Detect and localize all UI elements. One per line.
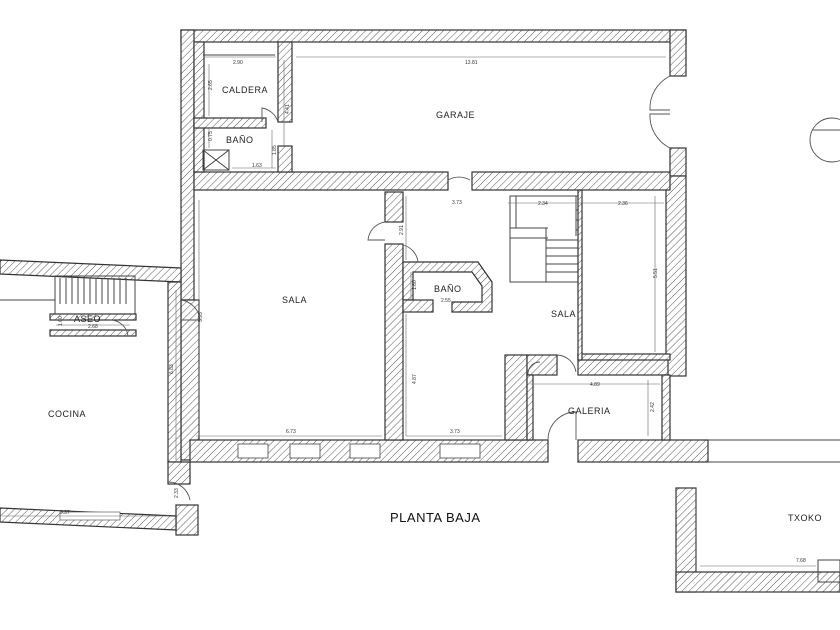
- room-label-sala-right: SALA: [551, 309, 576, 319]
- dim-label: 2.34: [538, 201, 548, 207]
- dim-label: 2.68: [88, 324, 98, 330]
- dim-label: 1.60: [58, 316, 64, 326]
- dim-label: 13.81: [465, 60, 478, 66]
- dim-label: 2.91: [399, 225, 405, 235]
- dim-label: 2.90: [233, 60, 243, 66]
- annex-walls: [0, 259, 199, 536]
- right-sala-walls: [577, 189, 671, 361]
- dim-label: 7.68: [796, 558, 806, 564]
- dim-label: 4.41: [285, 104, 291, 114]
- dim-label: 2.33: [174, 488, 180, 498]
- room-label-sala-left: SALA: [282, 295, 307, 305]
- room-label-garaje: GARAJE: [436, 110, 475, 120]
- center-bano-walls: [402, 261, 493, 313]
- room-label-txoko: TXOKO: [788, 513, 822, 523]
- dim-label: 5.95: [198, 312, 204, 322]
- doors: [109, 75, 840, 501]
- plan-title: PLANTA BAJA: [390, 510, 481, 525]
- room-label-bano-upper: BAÑO: [226, 135, 254, 145]
- dim-label: 6.73: [286, 429, 296, 435]
- dim-label: 6.83: [169, 364, 175, 374]
- room-label-galeria: GALERIA: [568, 406, 611, 416]
- dim-label: 3.73: [450, 429, 460, 435]
- room-label-bano-center: BAÑO: [434, 284, 462, 294]
- room-label-caldera: CALDERA: [222, 85, 268, 95]
- dim-label: 3.73: [452, 200, 462, 206]
- dim-label: 1.60: [412, 280, 418, 290]
- dim-label: 5.51: [653, 268, 659, 278]
- dim-label: 2.55: [441, 298, 451, 304]
- room-label-aseo: ASEO: [74, 314, 101, 324]
- bottom-windows: [59, 443, 481, 521]
- dim-label: 4.89: [590, 382, 600, 388]
- caldera-bano-walls: [193, 41, 293, 173]
- dim-label: 0.75: [208, 131, 214, 141]
- dim-label: 2.42: [650, 402, 656, 412]
- dim-label: 4.87: [412, 374, 418, 384]
- dim-label: 2.65: [208, 80, 214, 90]
- dimension-lines: [2, 56, 816, 567]
- dim-label: 1.63: [252, 163, 262, 169]
- txoko-walls: [675, 439, 840, 593]
- dim-label: 1.85: [272, 145, 278, 155]
- room-label-cocina: COCINA: [48, 409, 86, 419]
- room-labels: CALDERA BAÑO GARAJE SALA BAÑO SALA ASEO …: [48, 85, 822, 523]
- dim-label: 2.36: [618, 201, 628, 207]
- dim-label: 9.37: [60, 510, 70, 516]
- stairs: [509, 195, 583, 283]
- dimension-labels: 2.90 13.81 2.65 4.41 0.75 1.85 1.63 3.73…: [58, 60, 806, 564]
